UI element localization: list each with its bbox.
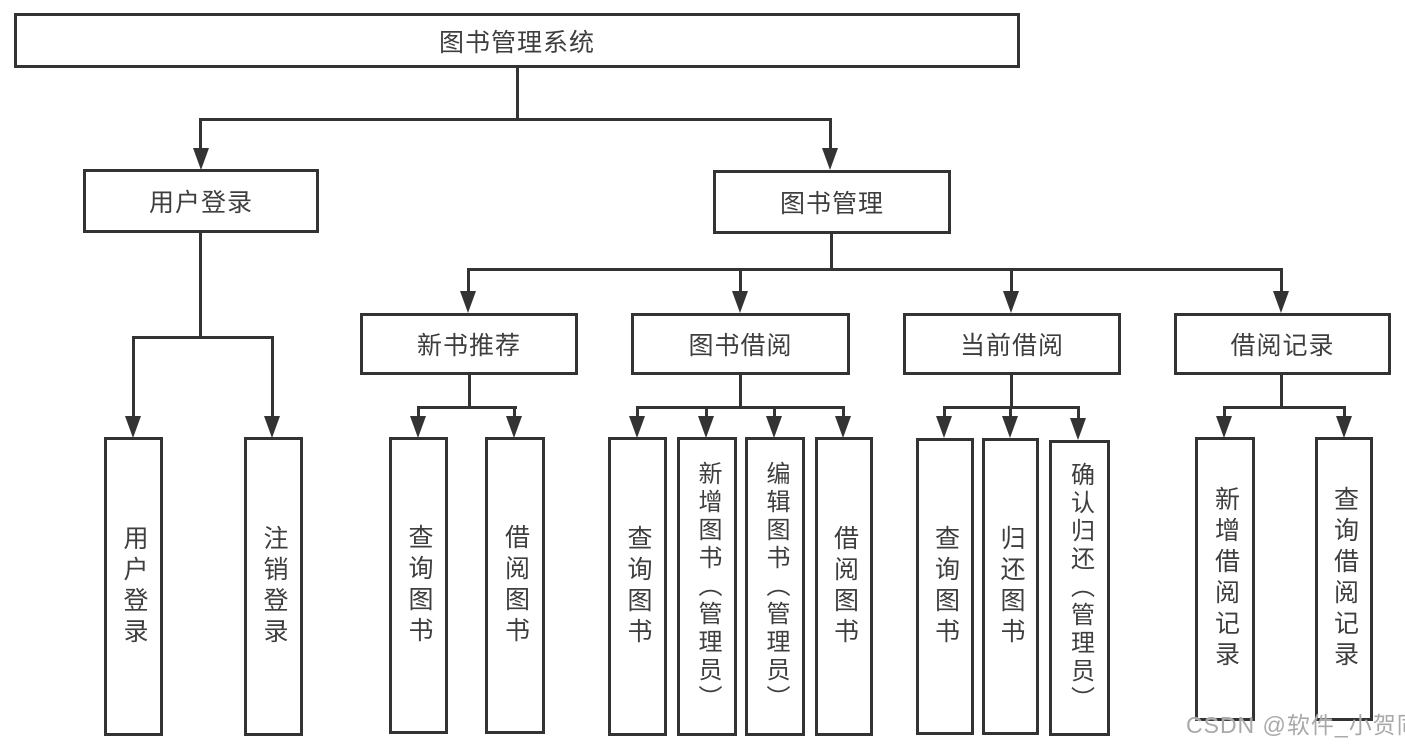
leaf-borrow-books-label: 借阅图书	[830, 524, 859, 649]
connector-vline	[1077, 406, 1080, 418]
connector-hline	[467, 268, 1283, 271]
node-book-management-label: 图书管理	[779, 190, 884, 218]
leaf-return-books-label: 归还图书	[997, 524, 1025, 649]
leaf-add-borrow-record: 新增借阅记录	[1195, 437, 1255, 721]
connector-hline	[1223, 406, 1345, 409]
connector-hline	[199, 118, 832, 121]
node-current-borrow: 当前借阅	[903, 313, 1121, 375]
connector-vline	[513, 406, 516, 418]
node-book-borrow-label: 图书借阅	[688, 332, 793, 360]
arrow-down-icon	[460, 291, 476, 313]
arrow-down-icon	[835, 416, 851, 438]
node-user-login: 用户登录	[83, 169, 319, 233]
arrow-down-icon	[766, 416, 782, 438]
node-new-book-recommend-label: 新书推荐	[416, 332, 521, 360]
leaf-confirm-return-admin-label: 确认归还（管理员）	[1066, 462, 1094, 714]
connector-vline	[1280, 375, 1283, 408]
node-root-label: 图书管理系统	[438, 28, 595, 57]
leaf-add-borrow-record-label: 新增借阅记录	[1211, 486, 1240, 672]
node-root: 图书管理系统	[14, 13, 1020, 68]
connector-vline	[1010, 375, 1013, 408]
node-book-management: 图书管理	[713, 170, 951, 234]
leaf-borrow-books-label: 借阅图书	[501, 523, 530, 648]
arrow-down-icon	[193, 148, 209, 170]
leaf-return-books: 归还图书	[982, 438, 1039, 735]
connector-vline	[636, 406, 639, 418]
connector-vline	[705, 406, 708, 418]
leaf-add-books-admin: 新增图书（管理员）	[677, 437, 737, 736]
connector-vline	[468, 375, 471, 408]
connector-vline	[739, 375, 742, 408]
leaf-query-books: 查询图书	[916, 438, 974, 735]
node-current-borrow-label: 当前借阅	[959, 332, 1064, 360]
arrow-down-icon	[506, 416, 522, 438]
connector-vline	[830, 234, 833, 270]
connector-vline	[271, 336, 274, 416]
connector-vline	[1010, 268, 1013, 292]
leaf-query-books-label: 查询图书	[624, 524, 652, 649]
node-borrow-records: 借阅记录	[1174, 313, 1391, 375]
arrow-down-icon	[698, 416, 714, 438]
connector-vline	[842, 406, 845, 418]
connector-vline	[417, 406, 420, 418]
node-new-book-recommend: 新书推荐	[360, 313, 578, 375]
leaf-edit-books-admin-label: 编辑图书（管理员）	[762, 460, 789, 713]
node-user-login-label: 用户登录	[148, 189, 253, 217]
leaf-query-borrow-record: 查询借阅记录	[1315, 437, 1373, 721]
leaf-query-books: 查询图书	[608, 437, 667, 736]
leaf-query-books-label: 查询图书	[405, 523, 433, 648]
arrow-down-icon	[936, 416, 952, 438]
leaf-borrow-books: 借阅图书	[485, 437, 545, 734]
arrow-down-icon	[1070, 418, 1086, 440]
leaf-add-books-admin-label: 新增图书（管理员）	[694, 460, 721, 713]
connector-vline	[739, 268, 742, 292]
connector-vline	[773, 406, 776, 418]
leaf-query-books-label: 查询图书	[931, 524, 960, 649]
connector-vline	[1280, 268, 1283, 292]
connector-vline	[1343, 406, 1346, 418]
watermark: CSDN @软件_小贺同学	[1186, 712, 1405, 738]
connector-vline	[1009, 406, 1012, 418]
connector-vline	[199, 118, 202, 150]
leaf-query-books: 查询图书	[389, 437, 448, 734]
arrow-down-icon	[410, 416, 426, 438]
leaf-borrow-books: 借阅图书	[815, 437, 873, 736]
arrow-down-icon	[1216, 416, 1232, 438]
connector-hline	[636, 406, 845, 409]
leaf-logout-label: 注销登录	[260, 524, 288, 649]
leaf-logout: 注销登录	[244, 437, 303, 736]
connector-vline	[467, 268, 470, 292]
connector-vline	[516, 68, 519, 120]
leaf-query-borrow-record-label: 查询借阅记录	[1330, 486, 1359, 672]
arrow-down-icon	[1002, 416, 1018, 438]
leaf-confirm-return-admin: 确认归还（管理员）	[1049, 440, 1110, 736]
arrow-down-icon	[1273, 291, 1289, 313]
leaf-user-login-label: 用户登录	[120, 524, 148, 649]
arrow-down-icon	[264, 416, 280, 438]
connector-vline	[199, 233, 202, 338]
connector-vline	[943, 406, 946, 418]
connector-hline	[417, 406, 517, 409]
arrow-down-icon	[732, 291, 748, 313]
arrow-down-icon	[125, 416, 141, 438]
arrow-down-icon	[822, 148, 838, 170]
connector-hline	[132, 336, 274, 339]
arrow-down-icon	[1336, 416, 1352, 438]
arrow-down-icon	[1003, 291, 1019, 313]
connector-vline	[1223, 406, 1226, 418]
arrow-down-icon	[629, 416, 645, 438]
leaf-user-login: 用户登录	[104, 437, 163, 736]
leaf-edit-books-admin: 编辑图书（管理员）	[745, 437, 805, 736]
connector-vline	[829, 118, 832, 150]
node-borrow-records-label: 借阅记录	[1230, 332, 1335, 360]
node-book-borrow: 图书借阅	[631, 313, 850, 375]
connector-vline	[132, 336, 135, 416]
